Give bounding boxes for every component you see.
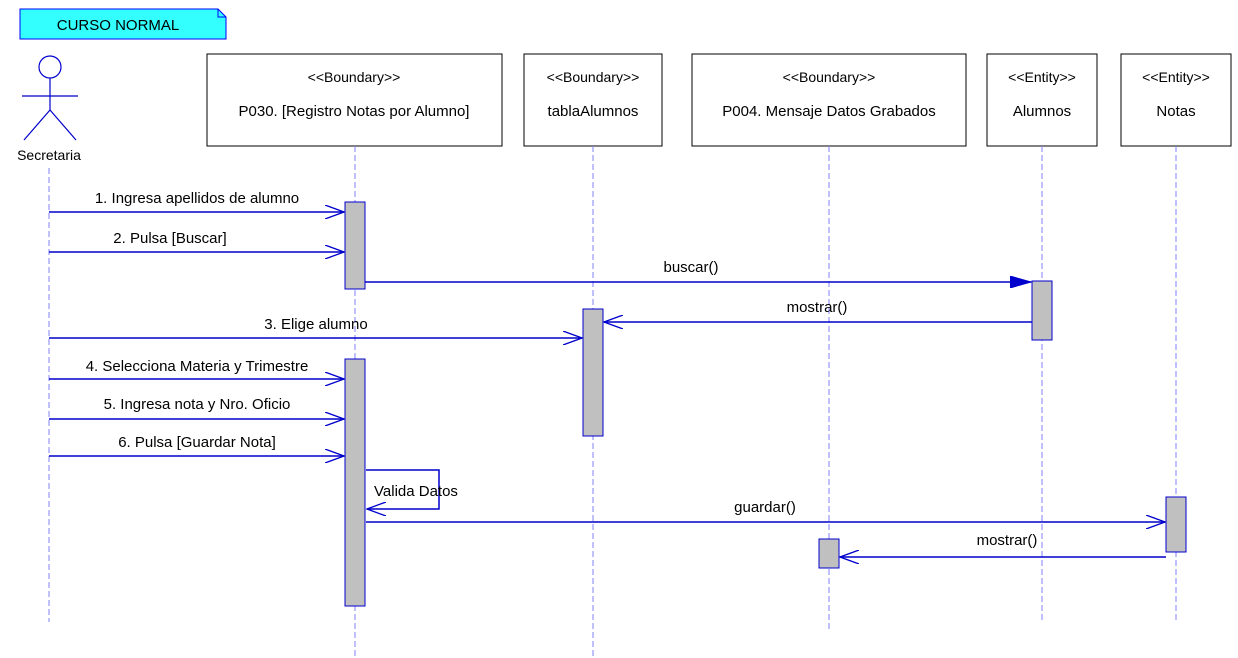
lifeline-box-p030: <<Boundary>> P030. [Registro Notas por A…: [206, 53, 503, 147]
actor-head-icon: [38, 55, 62, 79]
message-label: 1. Ingresa apellidos de alumno: [95, 190, 299, 207]
activation-p030-1: [344, 201, 366, 290]
lifeline-stereotype: <<Boundary>>: [308, 69, 401, 85]
activation-tabla: [582, 308, 604, 437]
message-label: 5. Ingresa nota y Nro. Oficio: [104, 396, 291, 413]
message-label: Valida Datos: [374, 483, 458, 500]
message-valida-arrow: [366, 469, 440, 509]
message-label: guardar(): [734, 499, 796, 516]
lifeline-box-tabla: <<Boundary>> tablaAlumnos: [523, 53, 663, 147]
lifeline-stereotype: <<Entity>>: [1142, 69, 1210, 85]
message-label: 2. Pulsa [Buscar]: [113, 230, 226, 247]
message-label: mostrar(): [977, 532, 1038, 549]
frame-label-text: CURSO NORMAL: [57, 17, 180, 34]
message-label: 6. Pulsa [Guardar Nota]: [118, 434, 276, 451]
lifeline-name: tablaAlumnos: [548, 103, 639, 120]
frame-label: CURSO NORMAL: [19, 8, 227, 40]
lifeline-box-p004: <<Boundary>> P004. Mensaje Datos Grabado…: [691, 53, 967, 147]
lifeline-box-alumnos: <<Entity>> Alumnos: [986, 53, 1098, 147]
lifeline-name: Alumnos: [1013, 103, 1071, 120]
lifeline-name: P004. Mensaje Datos Grabados: [722, 103, 935, 120]
actor-secretaria: [22, 55, 78, 141]
message-lines: [49, 212, 1166, 557]
activation-alumnos: [1031, 280, 1053, 341]
actor-name: Secretaria: [17, 147, 81, 163]
activation-notas: [1165, 496, 1187, 553]
message-label: buscar(): [663, 259, 718, 276]
lifeline-stereotype: <<Boundary>>: [783, 69, 876, 85]
lifeline-box-notas: <<Entity>> Notas: [1120, 53, 1232, 147]
lifeline-name: Notas: [1156, 103, 1195, 120]
activations: [344, 201, 1187, 607]
activation-p004: [818, 538, 840, 569]
message-labels: 1. Ingresa apellidos de alumno 2. Pulsa …: [86, 190, 1038, 549]
lifeline-name: P030. [Registro Notas por Alumno]: [239, 103, 470, 120]
lifeline-stereotype: <<Entity>>: [1008, 69, 1076, 85]
message-label: 3. Elige alumno: [264, 316, 367, 333]
message-label: 4. Selecciona Materia y Trimestre: [86, 358, 309, 375]
lifeline-stereotype: <<Boundary>>: [547, 69, 640, 85]
message-label: mostrar(): [787, 299, 848, 316]
activation-p030-2: [344, 358, 366, 607]
